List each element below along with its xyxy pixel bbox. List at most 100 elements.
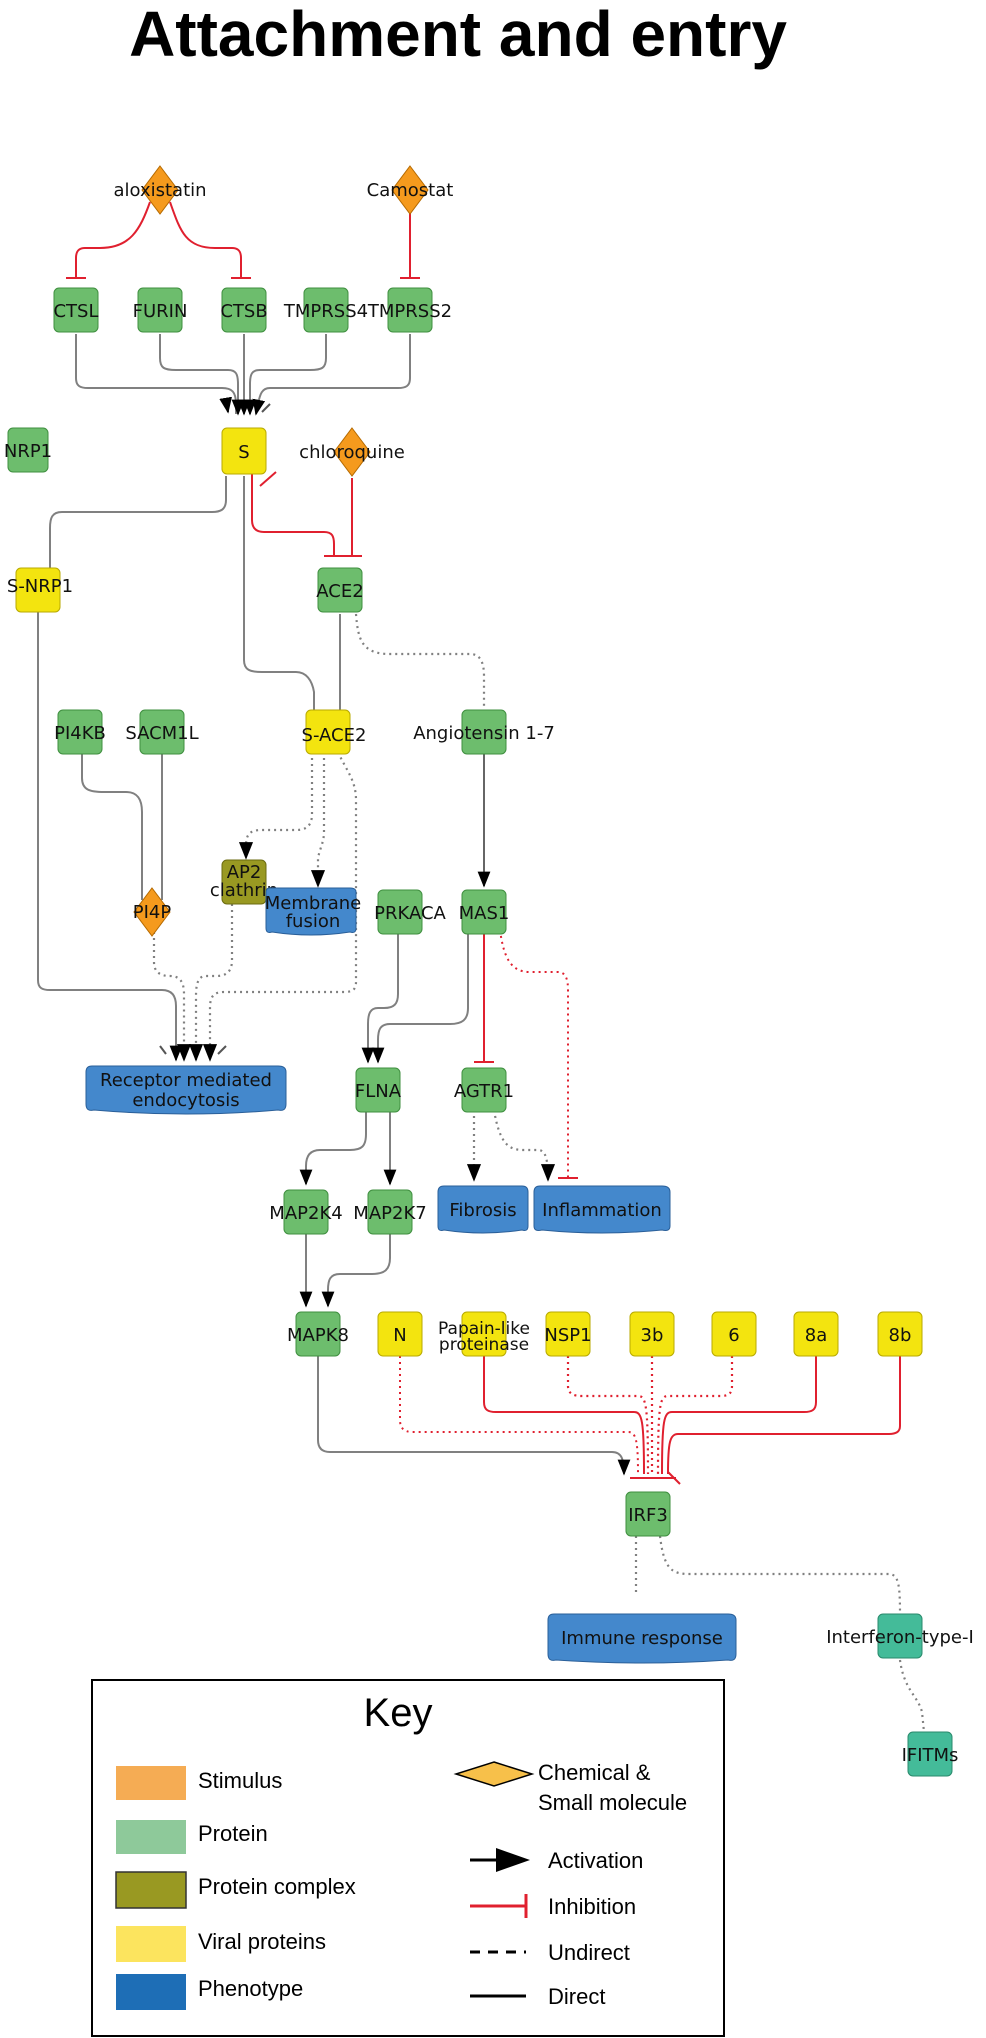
svg-text:8b: 8b xyxy=(889,1325,912,1346)
edge-8b-irf3 xyxy=(667,1356,901,1475)
edge-sace2-receptor xyxy=(202,751,358,1062)
node-sacm1l[interactable]: SACM1L xyxy=(125,709,199,755)
chemical-diamond-icon xyxy=(333,427,371,477)
svg-text:Membrane: Membrane xyxy=(265,893,361,914)
svg-text:CTSB: CTSB xyxy=(220,301,267,322)
node-irf3[interactable]: IRF3 xyxy=(625,1491,671,1537)
node-aloxistatin[interactable]: aloxistatin xyxy=(113,165,207,215)
legend-item-undirect: Undirect xyxy=(470,1940,630,1965)
svg-text:Inflammation: Inflammation xyxy=(542,1200,662,1221)
chemical-diamond-icon xyxy=(133,887,171,937)
edge-pi4kb-pi4p xyxy=(81,752,143,900)
legend-item-direct: Direct xyxy=(470,1984,605,2009)
svg-text:Papain-like: Papain-like xyxy=(438,1319,530,1339)
edge-agtr1-inflammation xyxy=(492,1109,556,1182)
edge-mapk8-irf3 xyxy=(317,1354,631,1476)
edge-s-ace2 xyxy=(251,470,335,556)
edge-ace2-angiotensin xyxy=(354,613,486,712)
svg-text:S-NRP1: S-NRP1 xyxy=(7,576,73,597)
edge-s-sace2 xyxy=(243,476,315,712)
node-pi4kb[interactable]: PI4KB xyxy=(54,709,106,755)
node-8b[interactable]: 8b xyxy=(877,1311,923,1357)
svg-text:PI4P: PI4P xyxy=(133,902,172,923)
node-ace2[interactable]: ACE2 xyxy=(316,567,364,613)
svg-text:3b: 3b xyxy=(641,1325,664,1346)
svg-text:FLNA: FLNA xyxy=(355,1081,402,1102)
svg-text:MAS1: MAS1 xyxy=(459,903,510,924)
node-mas1[interactable]: MAS1 xyxy=(459,889,510,935)
svg-text:AGTR1: AGTR1 xyxy=(454,1081,514,1102)
svg-text:IRF3: IRF3 xyxy=(628,1505,668,1526)
node-receptor-mediated-endocytosis[interactable]: Receptor mediated endocytosis xyxy=(85,1065,287,1115)
edge-ctsl-s xyxy=(75,334,237,414)
svg-text:chloroquine: chloroquine xyxy=(299,442,405,463)
node-mapk8[interactable]: MAPK8 xyxy=(287,1311,349,1357)
edge-ap2-receptor xyxy=(188,904,234,1062)
svg-text:NSP1: NSP1 xyxy=(544,1325,591,1346)
node-map2k4[interactable]: MAP2K4 xyxy=(269,1189,343,1235)
svg-text:Stimulus: Stimulus xyxy=(198,1768,282,1793)
node-8a[interactable]: 8a xyxy=(793,1311,839,1357)
svg-text:PRKACA: PRKACA xyxy=(374,903,446,924)
node-furin[interactable]: FURIN xyxy=(133,287,188,333)
chemical-diamond-icon xyxy=(141,165,179,215)
svg-text:CTSL: CTSL xyxy=(53,301,98,322)
node-membrane-fusion[interactable]: Membrane fusion xyxy=(265,887,361,936)
svg-text:endocytosis: endocytosis xyxy=(132,1090,239,1111)
node-tmprss4[interactable]: TMPRSS4 xyxy=(283,287,368,333)
node-s[interactable]: S xyxy=(221,427,267,475)
svg-text:NRP1: NRP1 xyxy=(4,441,52,462)
node-immune-response[interactable]: Immune response xyxy=(547,1613,737,1664)
node-s-nrp1[interactable]: S-NRP1 xyxy=(7,567,73,613)
node-nrp1[interactable]: NRP1 xyxy=(4,427,52,473)
node-map2k7[interactable]: MAP2K7 xyxy=(353,1189,427,1235)
node-agtr1[interactable]: AGTR1 xyxy=(454,1067,514,1113)
node-tmprss2[interactable]: TMPRSS2 xyxy=(367,287,452,333)
node-ifitms[interactable]: IFITMs xyxy=(902,1731,959,1777)
node-fibrosis[interactable]: Fibrosis xyxy=(437,1185,529,1234)
edge-aloxistatin-ctsl xyxy=(75,201,151,278)
node-ap2-clathrin[interactable]: AP2 clathrin xyxy=(210,859,278,905)
node-flna[interactable]: FLNA xyxy=(355,1067,402,1113)
legend-item-protein-complex: Protein complex xyxy=(115,1871,356,1909)
node-ctsl[interactable]: CTSL xyxy=(53,287,99,333)
svg-text:TMPRSS2: TMPRSS2 xyxy=(367,301,452,322)
page-title: Attachment and entry xyxy=(129,0,787,70)
node-prkaca[interactable]: PRKACA xyxy=(374,889,447,935)
edge-s-snrp1 xyxy=(49,476,227,574)
node-ctsb[interactable]: CTSB xyxy=(220,287,268,333)
node-s-ace2[interactable]: S-ACE2 xyxy=(302,709,367,755)
edge-irf3-interferon xyxy=(658,1535,902,1615)
svg-text:Direct: Direct xyxy=(548,1984,605,2009)
node-inflammation[interactable]: Inflammation xyxy=(533,1185,671,1234)
node-angiotensin[interactable]: Angiotensin 1-7 xyxy=(413,709,555,755)
svg-text:SACM1L: SACM1L xyxy=(125,723,198,744)
svg-text:Undirect: Undirect xyxy=(548,1940,630,1965)
node-6[interactable]: 6 xyxy=(711,1311,757,1357)
node-pi4p[interactable]: PI4P xyxy=(133,887,172,937)
node-nsp1[interactable]: NSP1 xyxy=(544,1311,592,1357)
node-n[interactable]: N xyxy=(377,1311,423,1357)
svg-text:S: S xyxy=(238,442,249,463)
svg-text:Protein: Protein xyxy=(198,1821,268,1846)
svg-text:Phenotype: Phenotype xyxy=(198,1976,303,2001)
edge-sace2-ap2 xyxy=(238,752,314,860)
svg-text:Interferon-type-I: Interferon-type-I xyxy=(826,1627,974,1648)
node-interferon[interactable]: Interferon-type-I xyxy=(826,1613,974,1659)
svg-text:proteinase: proteinase xyxy=(439,1335,529,1355)
edge-papain-irf3 xyxy=(483,1356,645,1475)
svg-text:MAPK8: MAPK8 xyxy=(287,1325,349,1346)
edge-mas1-inflammation xyxy=(499,929,569,1178)
node-chloroquine[interactable]: chloroquine xyxy=(299,427,405,477)
node-3b[interactable]: 3b xyxy=(629,1311,675,1357)
node-papain-like-proteinase[interactable]: Papain-like proteinase xyxy=(438,1311,530,1357)
svg-text:clathrin: clathrin xyxy=(210,880,278,901)
chemical-diamond-icon xyxy=(391,165,429,215)
legend-item-protein: Protein xyxy=(116,1820,268,1854)
svg-text:fusion: fusion xyxy=(286,911,341,932)
legend-item-viral-proteins: Viral proteins xyxy=(116,1926,326,1962)
node-camostat[interactable]: Camostat xyxy=(367,165,454,215)
legend-item-chemical: Chemical & Small molecule xyxy=(453,1760,687,1815)
svg-text:S-ACE2: S-ACE2 xyxy=(302,725,367,746)
svg-text:Immune response: Immune response xyxy=(561,1628,723,1649)
